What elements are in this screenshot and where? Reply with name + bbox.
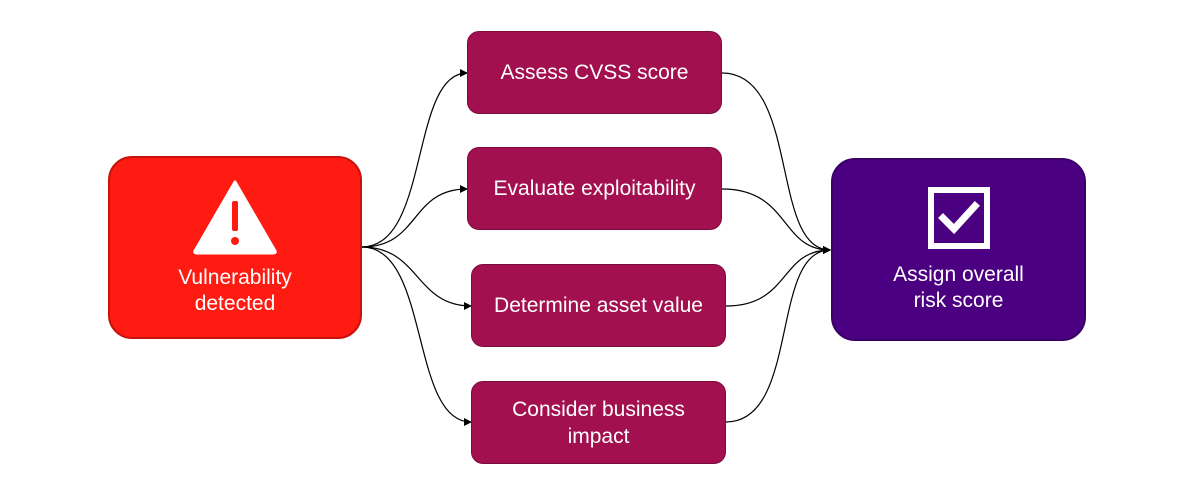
step-node-label: Assess CVSS score [500,61,689,84]
connector-step-1-to-end [721,72,831,254]
connector-step-4-to-end [725,246,831,423]
connector-start-to-step-3 [361,246,472,310]
step-node-determine-asset-value: Determine asset value [471,264,726,347]
connector-step-2-to-end [721,188,831,254]
end-node-assign-risk-score: Assign overall risk score [831,158,1086,341]
connector-start-to-step-2 [361,185,468,248]
step-node-label: Determine asset value [494,294,703,317]
start-node-vulnerability-detected: Vulnerability detected [108,156,362,339]
connector-start-to-step-1 [361,69,468,248]
connector-step-3-to-end [725,246,831,307]
connector-start-to-step-4 [361,246,472,426]
start-node-label: Vulnerability detected [178,265,292,315]
checkbox-checked-icon [927,186,990,249]
step-node-assess-cvss: Assess CVSS score [467,31,722,114]
step-node-label: Evaluate exploitability [493,177,696,200]
step-node-label: Consider business impact [512,397,685,448]
warning-triangle-icon [193,180,277,254]
step-node-consider-business-impact: Consider business impact [471,381,726,464]
step-node-evaluate-exploitability: Evaluate exploitability [467,147,722,230]
end-node-label: Assign overall risk score [893,262,1024,312]
